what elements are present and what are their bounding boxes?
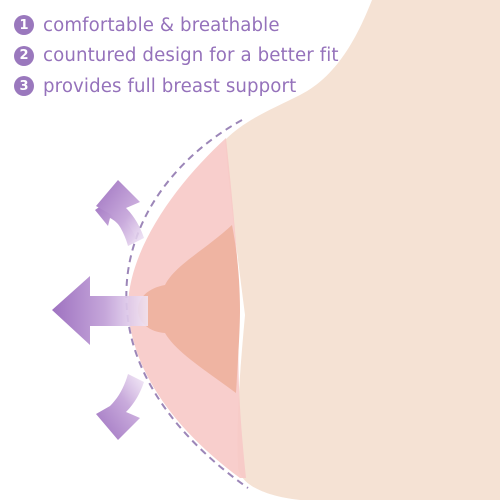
feature-item: 3 provides full breast support bbox=[14, 74, 339, 98]
number-badge-icon: 2 bbox=[14, 45, 34, 66]
feature-item: 1 comfortable & breathable bbox=[14, 13, 339, 37]
feature-list: 1 comfortable & breathable 2 countured d… bbox=[14, 13, 339, 105]
outward-arrow-icon bbox=[52, 276, 148, 345]
feature-text: comfortable & breathable bbox=[43, 14, 280, 36]
feature-text: provides full breast support bbox=[43, 75, 297, 97]
outward-arrow-icon bbox=[96, 374, 144, 440]
outward-arrow-icon bbox=[95, 180, 144, 246]
feature-item: 2 countured design for a better fit bbox=[14, 44, 339, 68]
number-badge-icon: 1 bbox=[14, 15, 34, 35]
nipple-shape bbox=[138, 225, 240, 393]
feature-text: countured design for a better fit bbox=[43, 45, 339, 66]
body-skin-shape bbox=[225, 0, 500, 500]
number-badge-icon: 3 bbox=[14, 76, 34, 96]
